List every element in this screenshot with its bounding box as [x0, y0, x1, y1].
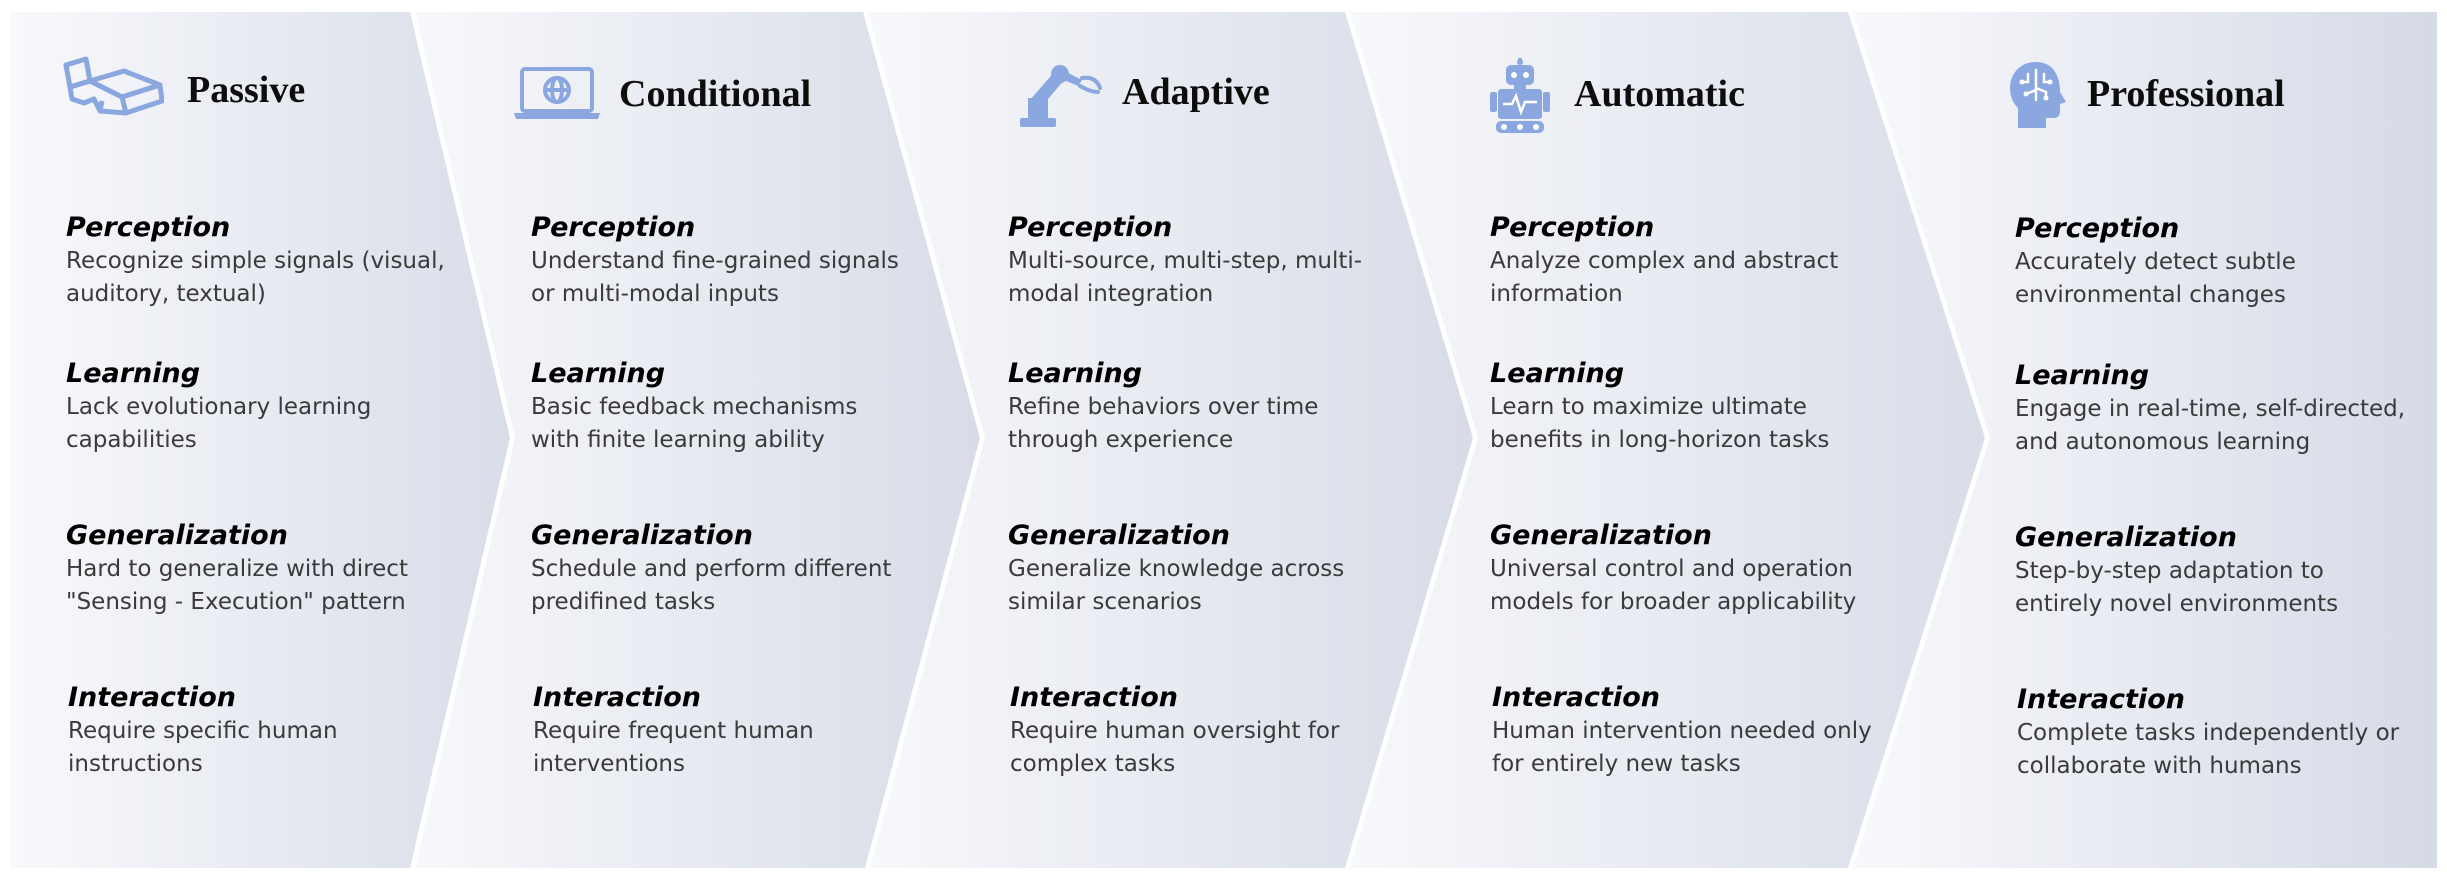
- robot-icon: [1490, 58, 1550, 133]
- chevron-conditional: [415, 12, 980, 868]
- perception-label: Perception: [66, 212, 231, 243]
- interaction-section: Interaction Complete tasks independently…: [2017, 683, 2417, 783]
- chevron-professional: [1853, 12, 2437, 868]
- stage-title: Conditional: [619, 73, 812, 115]
- learning-text: Refine behaviors over time through exper…: [1008, 394, 1319, 453]
- learning-section: Learning Refine behaviors over time thro…: [1008, 357, 1408, 457]
- generalization-label: Generalization: [1490, 520, 1712, 551]
- interaction-section: Interaction Require frequent human inter…: [533, 681, 933, 781]
- interaction-text: Human intervention needed only for entir…: [1492, 718, 1872, 777]
- generalization-section: Generalization Step-by-step adaptation t…: [2015, 521, 2415, 621]
- laptop-globe-icon: [514, 67, 600, 119]
- perception-text: Analyze complex and abstract information: [1490, 248, 1839, 307]
- generalization-text: Step-by-step adaptation to entirely nove…: [2015, 558, 2339, 617]
- learning-label: Learning: [1490, 358, 1625, 389]
- perception-section: Perception Understand fine-grained signa…: [531, 211, 931, 311]
- chevron-passive: [10, 12, 510, 868]
- learning-section: Learning Basic feedback mechanisms with …: [531, 357, 931, 457]
- perception-section: Perception Recognize simple signals (vis…: [66, 211, 466, 311]
- generalization-text: Hard to generalize with direct "Sensing …: [66, 556, 408, 615]
- stage-title: Adaptive: [1122, 71, 1270, 113]
- robotic-arm-icon: [1020, 65, 1102, 127]
- generalization-section: Generalization Universal control and ope…: [1490, 519, 1890, 619]
- generalization-section: Generalization Generalize knowledge acro…: [1008, 519, 1408, 619]
- interaction-text: Require human oversight for complex task…: [1010, 718, 1340, 777]
- generalization-label: Generalization: [531, 520, 753, 551]
- generalization-label: Generalization: [66, 520, 288, 551]
- generalization-label: Generalization: [2015, 522, 2237, 553]
- generalization-text: Generalize knowledge across similar scen…: [1008, 556, 1345, 615]
- stage-title: Professional: [2087, 73, 2285, 115]
- perception-label: Perception: [1008, 212, 1173, 243]
- chevron-adaptive: [868, 12, 1473, 868]
- perception-text: Recognize simple signals (visual, audito…: [66, 248, 445, 307]
- stage-title: Automatic: [1574, 73, 1745, 115]
- perception-label: Perception: [1490, 212, 1655, 243]
- perception-label: Perception: [531, 212, 696, 243]
- chevron-automatic: [1350, 12, 1985, 868]
- learning-label: Learning: [66, 358, 201, 389]
- interaction-label: Interaction: [1010, 682, 1178, 713]
- perception-text: Accurately detect subtle environmental c…: [2015, 249, 2296, 308]
- learning-label: Learning: [2015, 360, 2150, 391]
- perception-text: Understand fine-grained signals or multi…: [531, 248, 899, 307]
- interaction-section: Interaction Require human oversight for …: [1010, 681, 1410, 781]
- perception-section: Perception Accurately detect subtle envi…: [2015, 212, 2415, 312]
- learning-text: Engage in real-time, self-directed, and …: [2015, 396, 2406, 455]
- generalization-label: Generalization: [1008, 520, 1230, 551]
- learning-text: Basic feedback mechanisms with finite le…: [531, 394, 858, 453]
- learning-section: Learning Lack evolutionary learning capa…: [66, 357, 466, 457]
- interaction-text: Require specific human instructions: [68, 718, 338, 777]
- perception-section: Perception Analyze complex and abstract …: [1490, 211, 1890, 311]
- perception-section: Perception Multi-source, multi-step, mul…: [1008, 211, 1408, 311]
- stage-title: Passive: [187, 69, 306, 111]
- interaction-label: Interaction: [533, 682, 701, 713]
- interaction-text: Complete tasks independently or collabor…: [2017, 720, 2400, 779]
- perception-label: Perception: [2015, 213, 2180, 244]
- vr-glasses-icon: [63, 56, 164, 116]
- interaction-label: Interaction: [68, 682, 236, 713]
- interaction-label: Interaction: [2017, 684, 2185, 715]
- learning-label: Learning: [531, 358, 666, 389]
- learning-text: Lack evolutionary learning capabilities: [66, 394, 372, 453]
- generalization-text: Universal control and operation models f…: [1490, 556, 1857, 615]
- interaction-section: Interaction Require specific human instr…: [68, 681, 468, 781]
- learning-text: Learn to maximize ultimate benefits in l…: [1490, 394, 1830, 453]
- learning-label: Learning: [1008, 358, 1143, 389]
- generalization-text: Schedule and perform different predifine…: [531, 556, 892, 615]
- interaction-text: Require frequent human interventions: [533, 718, 814, 777]
- generalization-section: Generalization Schedule and perform diff…: [531, 519, 931, 619]
- interaction-section: Interaction Human intervention needed on…: [1492, 681, 1892, 781]
- brain-head-icon: [2010, 62, 2066, 128]
- interaction-label: Interaction: [1492, 682, 1660, 713]
- learning-section: Learning Learn to maximize ultimate bene…: [1490, 357, 1890, 457]
- generalization-section: Generalization Hard to generalize with d…: [66, 519, 466, 619]
- perception-text: Multi-source, multi-step, multi-modal in…: [1008, 248, 1363, 307]
- learning-section: Learning Engage in real-time, self-direc…: [2015, 359, 2415, 459]
- stage-passive: Passive Perception Recognize simple sign…: [0, 0, 445, 895]
